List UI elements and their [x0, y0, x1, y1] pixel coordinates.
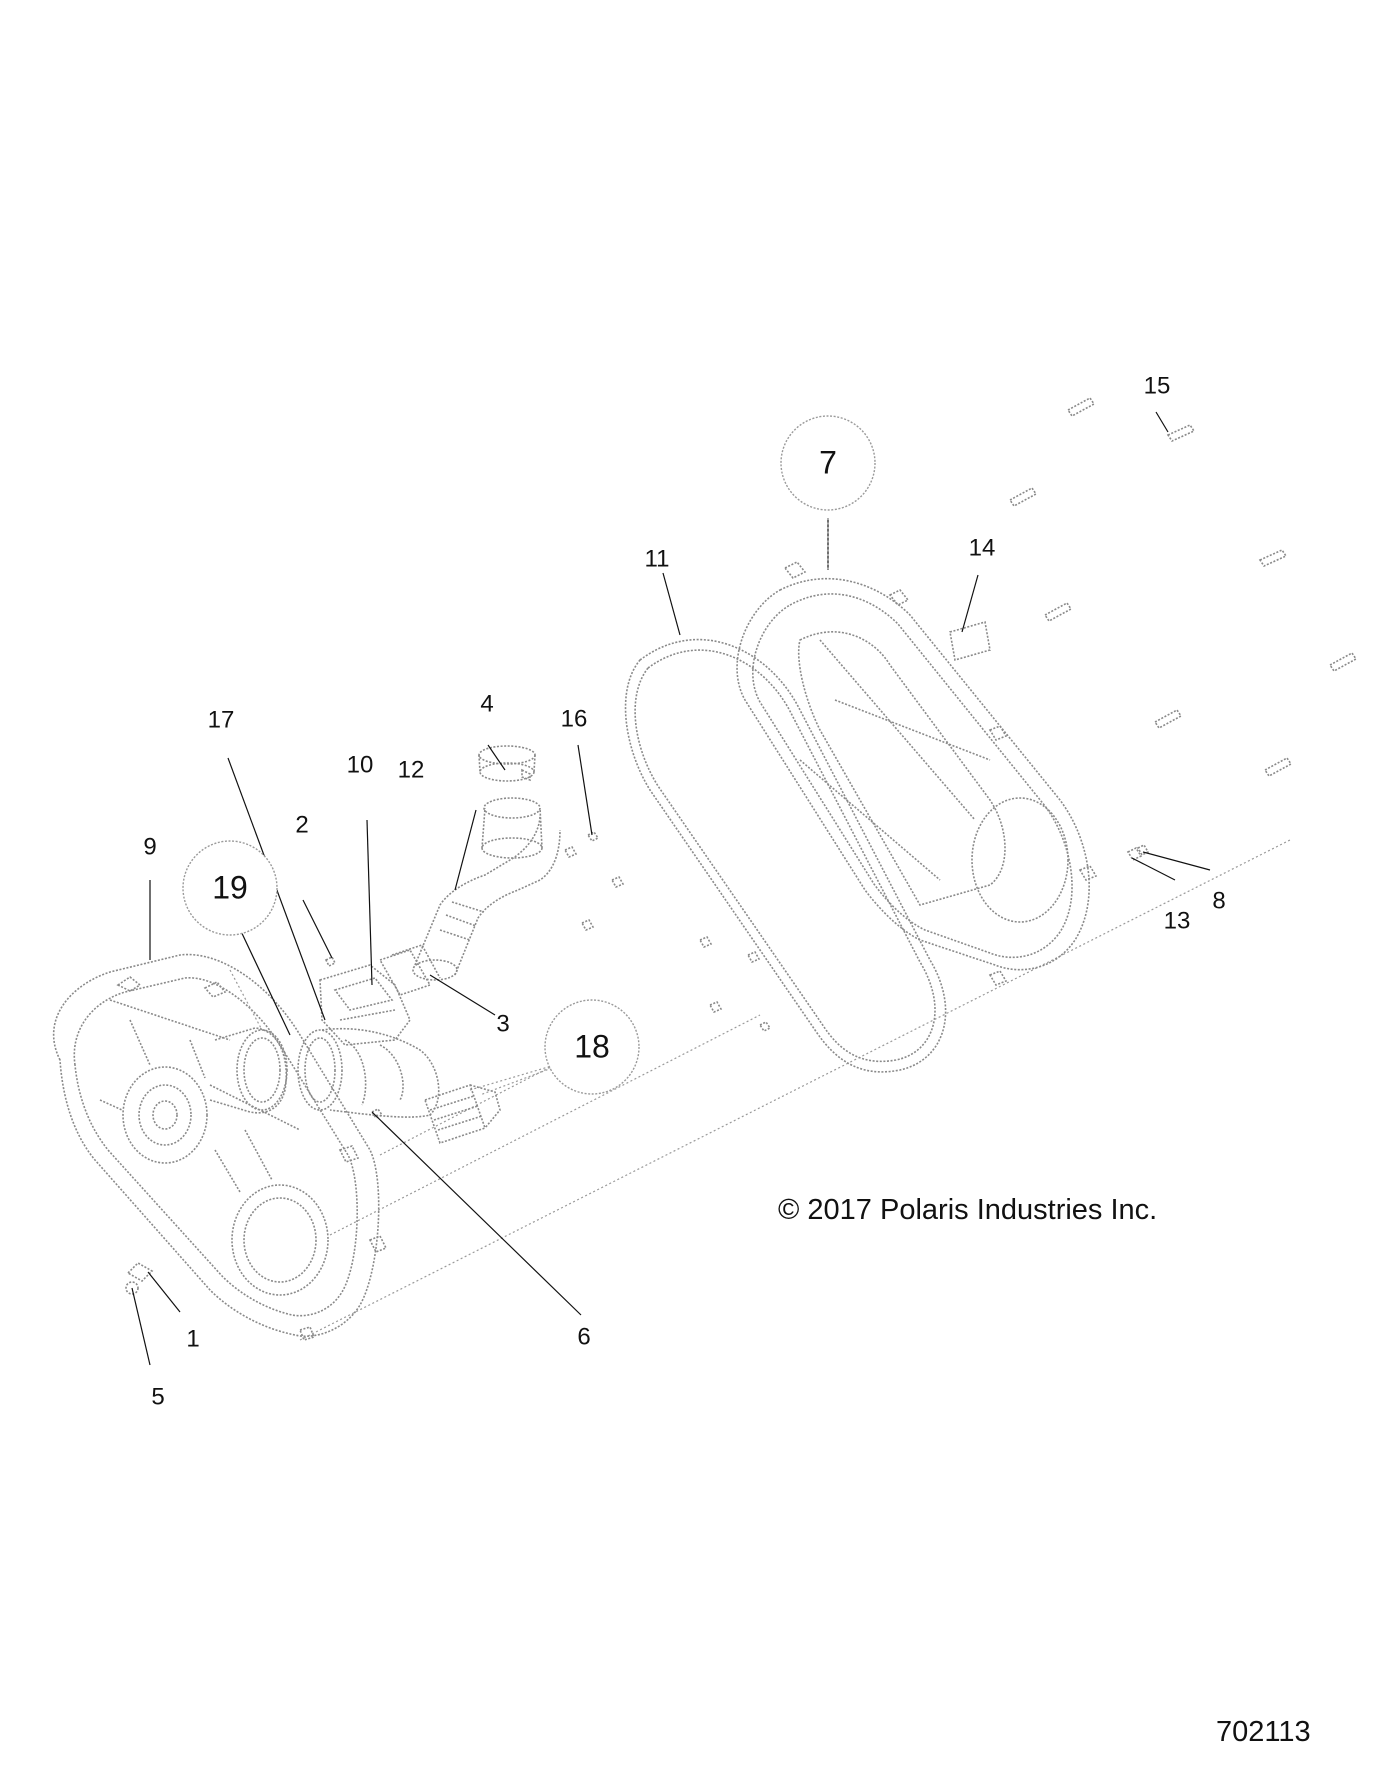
intake-hose-part-12	[412, 797, 561, 981]
callout-label-4: 4	[480, 690, 493, 717]
callout-label-7: 7	[819, 444, 837, 480]
callout-label-17: 17	[208, 706, 235, 733]
bubble-leader-lines	[229, 518, 829, 1096]
callout-label-9: 9	[143, 833, 156, 860]
callout-label-5: 5	[151, 1383, 164, 1410]
decal-part-14	[949, 620, 991, 662]
callout-label-15: 15	[1144, 372, 1171, 399]
clamp-ring-part-4	[478, 745, 536, 782]
callout-bubble-7: 7	[780, 415, 876, 511]
duct-adapter-part-10	[319, 964, 411, 1046]
callout-label-2: 2	[295, 811, 308, 838]
callout-label-16: 16	[561, 705, 588, 732]
callout-label-10: 10	[347, 751, 374, 778]
callout-label-19: 19	[212, 869, 248, 905]
inlet-duct-part-17	[297, 1027, 440, 1118]
assembly-axis-lines	[299, 839, 1291, 1341]
callout-label-8: 8	[1212, 887, 1225, 914]
drawing-number: 702113	[1216, 1716, 1311, 1748]
clamp-part-3	[378, 944, 441, 996]
gasket-seal-part-11	[624, 638, 947, 1073]
callout-label-14: 14	[969, 534, 996, 561]
callout-bubble-18: 18	[544, 999, 640, 1095]
vent-grille-part-18	[423, 1083, 501, 1145]
callout-label-12: 12	[398, 756, 425, 783]
dowel-parts-8-13	[1126, 843, 1150, 862]
callout-label-3: 3	[496, 1010, 509, 1037]
callout-label-18: 18	[574, 1028, 610, 1064]
cover-bolts-part-15	[1008, 396, 1358, 778]
callout-bubble-19: 19	[182, 840, 278, 936]
inner-clutch-cover-part-9	[52, 953, 388, 1341]
callout-label-13: 13	[1164, 907, 1191, 934]
copyright-notice: © 2017 Polaris Industries Inc.	[778, 1194, 1158, 1226]
duct-boot-part-19	[209, 1027, 288, 1114]
callout-label-1: 1	[186, 1325, 199, 1352]
outer-clutch-cover-part-7	[736, 560, 1098, 986]
callout-label-11: 11	[645, 545, 670, 572]
callout-label-6: 6	[577, 1323, 590, 1350]
